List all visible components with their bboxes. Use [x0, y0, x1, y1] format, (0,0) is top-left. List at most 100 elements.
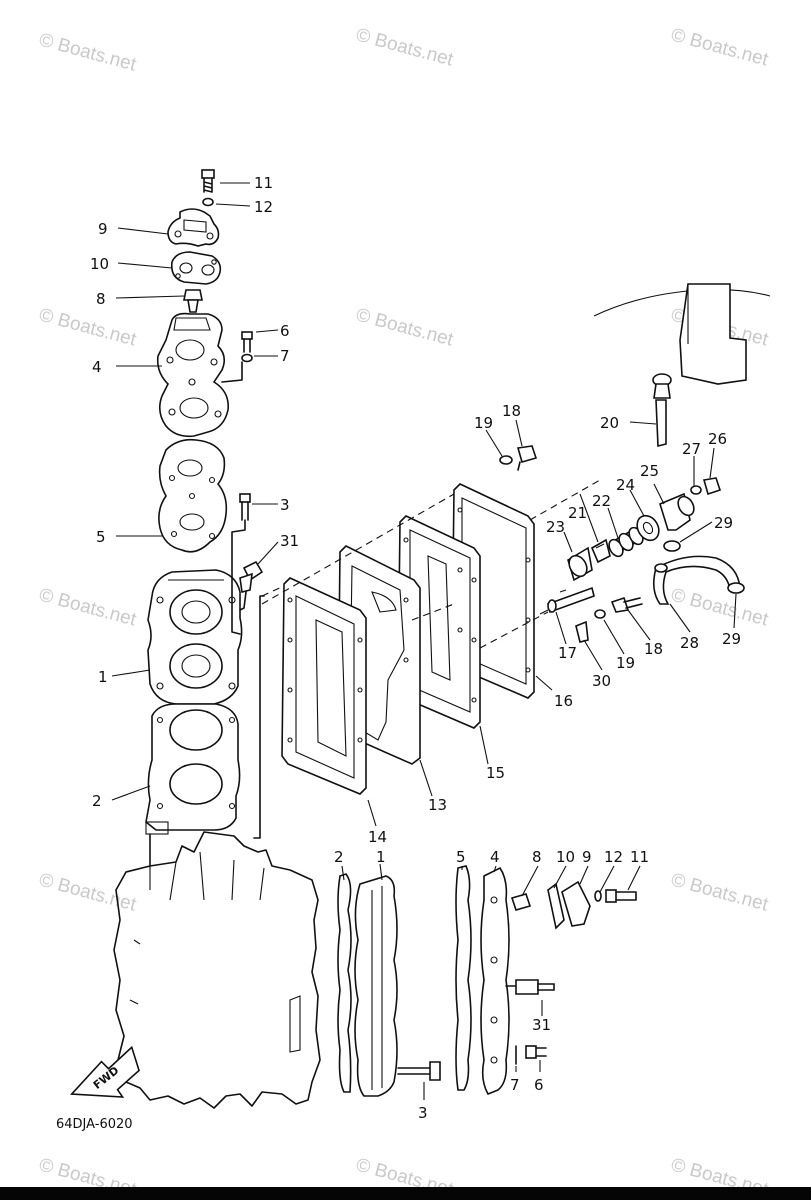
bolt-18-top: [516, 445, 538, 471]
leader-lines: [111, 182, 737, 1100]
callout-19: 19: [474, 414, 493, 432]
gasket-5-side: [455, 865, 472, 1091]
clamp-29-top: [663, 540, 681, 552]
clip-30: [575, 620, 589, 643]
washer-27: [690, 485, 702, 495]
callout-4: 4: [92, 358, 102, 376]
callout-18: 18: [502, 402, 521, 420]
cover-9-side: [561, 880, 591, 927]
callout-17: 17: [558, 644, 577, 662]
callout-7b: 7: [510, 1076, 520, 1094]
callout-8b: 8: [532, 848, 542, 866]
sensor-8-side: [510, 893, 532, 911]
callout-9: 9: [98, 220, 108, 238]
callout-2: 2: [92, 792, 102, 810]
callout-23: 23: [546, 518, 565, 536]
washer-12-side: [594, 890, 602, 902]
fwd-arrow: FWD: [69, 1045, 140, 1098]
callout-10b: 10: [556, 848, 575, 866]
bolt-6-side: [525, 1045, 547, 1059]
callout-25: 25: [640, 462, 659, 480]
callout-11: 11: [254, 174, 273, 192]
gasket-5: [158, 438, 228, 553]
spark-plug-31-top: [239, 560, 264, 593]
callout-6b: 6: [534, 1076, 544, 1094]
callout-1: 1: [98, 668, 108, 686]
callout-21: 21: [568, 504, 587, 522]
bolt-11-top: [201, 169, 215, 193]
callout-9b: 9: [582, 848, 592, 866]
callout-1b: 1: [376, 848, 386, 866]
callout-8: 8: [96, 290, 106, 308]
callout-29b: 29: [722, 630, 741, 648]
washer-7-top: [241, 353, 253, 363]
watermark: © Boats.net: [669, 870, 771, 916]
gasket-10-side: [547, 882, 565, 930]
gasket-24: [636, 514, 660, 542]
callout-18b: 18: [644, 640, 663, 658]
engine-block: [113, 831, 321, 1109]
callout-16: 16: [554, 692, 573, 710]
callout-14: 14: [368, 828, 387, 846]
left-stack: [145, 169, 264, 835]
callout-5b: 5: [456, 848, 466, 866]
callout-10: 10: [90, 255, 109, 273]
callout-22: 22: [592, 492, 611, 510]
bottom-scan-edge: [0, 1187, 811, 1200]
head-1-side: [354, 875, 398, 1097]
callout-6: 6: [280, 322, 290, 340]
callouts: 11 12 9 10 8 6 4 7 3 5 31 1 2 14 13 15 1…: [90, 174, 741, 1122]
callout-31b: 31: [532, 1016, 551, 1034]
callout-12: 12: [254, 198, 273, 216]
diagram-code: 64DJA-6020: [56, 1117, 133, 1132]
nut-26: [702, 477, 722, 496]
callout-7: 7: [280, 347, 290, 365]
washer-12-top: [202, 197, 214, 207]
exhaust-assembly: [261, 479, 601, 795]
callout-24: 24: [616, 476, 635, 494]
gasket-10-top: [170, 251, 222, 285]
watermark: © Boats.net: [669, 25, 771, 71]
washer-19-lower: [594, 609, 606, 619]
washer-19-top: [499, 455, 513, 465]
watermark: © Boats.net: [37, 585, 139, 631]
callout-12b: 12: [604, 848, 623, 866]
pipe-20: [655, 399, 667, 448]
housing-top-right: [679, 283, 747, 385]
hose-28: [652, 555, 741, 605]
callout-5: 5: [96, 528, 106, 546]
callout-31: 31: [280, 532, 299, 550]
callout-15: 15: [486, 764, 505, 782]
bolt-3-side: [397, 1061, 441, 1081]
callout-27: 27: [682, 440, 701, 458]
callout-20: 20: [600, 414, 619, 432]
clamp-29-lower: [727, 582, 745, 594]
callout-29: 29: [714, 514, 733, 532]
sensor-8-top: [183, 289, 203, 313]
leader-line: [253, 595, 265, 839]
callout-3b: 3: [418, 1104, 428, 1122]
bolt-11-side: [605, 889, 637, 903]
callout-30: 30: [592, 672, 611, 690]
thermostat-assembly: [499, 283, 771, 643]
callout-19b: 19: [616, 654, 635, 672]
callout-28: 28: [680, 634, 699, 652]
head-cover-4: [156, 312, 230, 438]
callout-13: 13: [428, 796, 447, 814]
bolt-6-top: [241, 331, 253, 353]
watermark: © Boats.net: [354, 305, 456, 351]
callout-11b: 11: [630, 848, 649, 866]
cover-4-side: [480, 866, 510, 1096]
callout-26: 26: [708, 430, 727, 448]
cover-9-top: [167, 208, 220, 247]
watermark: © Boats.net: [37, 305, 139, 351]
valve-21: [590, 538, 611, 564]
bolt-18-lower: [610, 596, 643, 613]
bolt-3-top: [239, 493, 251, 521]
spark-plug-31-side: [505, 979, 555, 995]
callout-4b: 4: [490, 848, 500, 866]
side-view-row: [337, 865, 637, 1097]
gasket-14: [281, 577, 367, 795]
callout-3: 3: [280, 496, 290, 514]
